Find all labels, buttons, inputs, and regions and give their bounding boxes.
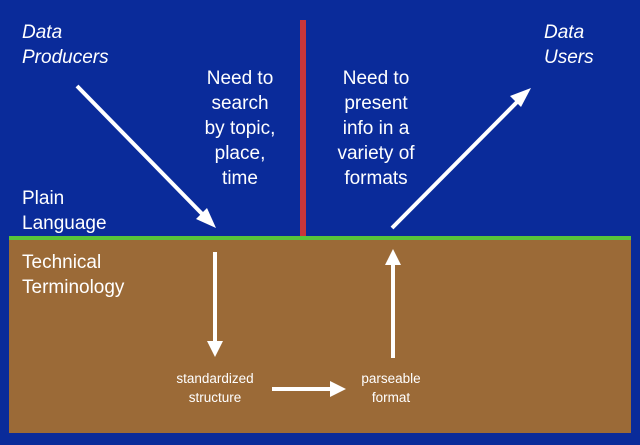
data-producers-label: Data Producers: [22, 22, 109, 68]
divider-bar: [300, 20, 306, 236]
standardized-structure-label: standardized structure: [176, 371, 254, 405]
producers-arrowhead: [196, 208, 216, 228]
users-arrow: [390, 94, 525, 230]
up-arrowhead: [385, 249, 401, 265]
surface-line: [9, 236, 631, 240]
plain-language-label: Plain Language: [22, 188, 107, 234]
underground-area: [9, 238, 631, 433]
need-present-text: Need to present info in a variety of for…: [337, 68, 415, 189]
need-search-text: Need to search by topic, place, time: [204, 68, 276, 189]
data-users-label: Data Users: [544, 22, 594, 68]
down-arrowhead: [207, 341, 223, 357]
parseable-format-label: parseable format: [361, 371, 421, 405]
right-arrowhead: [330, 381, 346, 397]
technical-terminology-label: Technical Terminology: [22, 252, 125, 298]
users-arrowhead: [510, 88, 531, 107]
producers-arrow: [75, 84, 212, 224]
